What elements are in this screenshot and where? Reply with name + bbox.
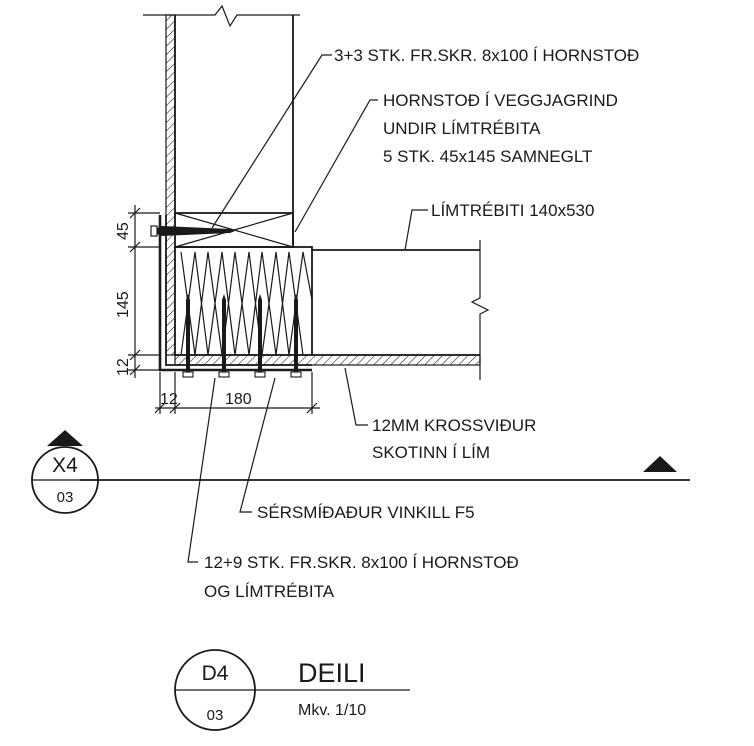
- vdim-tick-1: [129, 207, 141, 219]
- section-arrow-left: [47, 430, 83, 446]
- detail-id: D4: [202, 662, 229, 685]
- top-plate-block: [150, 212, 294, 248]
- hdim-tick-2: [169, 402, 181, 414]
- label-screws-bottom-2: OG LÍMTRÉBITA: [204, 582, 335, 601]
- label-corner-post-2: UNDIR LÍMTRÉBITA: [383, 119, 541, 138]
- section-bubble: [31, 446, 99, 514]
- dim-45: 45: [115, 222, 132, 240]
- dim-12-vertical: 12: [115, 358, 132, 376]
- label-glulam-beam: LÍMTRÉBITI 140x530: [431, 201, 594, 220]
- detail-name: DEILI: [298, 658, 366, 688]
- label-corner-post-3: 5 STK. 45x145 SAMNEGLT: [383, 147, 592, 166]
- section-arrow-right: [643, 456, 677, 472]
- screw-head-1: [182, 371, 194, 378]
- beam-plywood-hatch: [174, 354, 481, 366]
- glulam-beam: [174, 240, 490, 380]
- vertical-dimensions: 45 145 12: [115, 205, 160, 378]
- label-screws-top: 3+3 STK. FR.SKR. 8x100 Í HORNSTOÐ: [334, 46, 639, 65]
- leader-screws-top: [211, 54, 332, 229]
- label-plywood-1: 12MM KROSSVIÐUR: [372, 416, 536, 435]
- screw-head-4: [290, 371, 302, 378]
- leader-plywood: [344, 367, 368, 426]
- section-id: X4: [52, 454, 78, 477]
- label-plywood-2: SKOTINN Í LÍM: [372, 443, 490, 462]
- leader-glulam: [404, 209, 428, 251]
- beam-break-line: [470, 240, 490, 380]
- dim-12-horizontal: 12: [160, 391, 178, 408]
- corner-post-zigzag: [180, 251, 313, 356]
- vdim-tick-4: [129, 364, 141, 376]
- screw-head-2: [218, 371, 230, 378]
- vdim-tick-2: [129, 241, 141, 253]
- detail-title: D4 03 DEILI Mkv. 1/10: [174, 649, 410, 731]
- wall-break-line: [143, 4, 300, 28]
- label-corner-post-1: HORNSTOÐ Í VEGGJAGRIND: [383, 91, 618, 110]
- leader-screws-bottom: [187, 377, 216, 563]
- section-marker: X4 03: [31, 430, 690, 514]
- annotations: 3+3 STK. FR.SKR. 8x100 Í HORNSTOÐ HORNST…: [187, 46, 639, 601]
- vdim-tick-3: [129, 349, 141, 361]
- leader-bracket: [239, 377, 276, 513]
- wall-section: [143, 4, 300, 356]
- top-plate-cross-2: [174, 212, 294, 248]
- label-bracket: SÉRSMÍÐAÐUR VINKILL F5: [257, 503, 475, 522]
- top-screw: [157, 226, 235, 236]
- hdim-tick-3: [306, 402, 318, 414]
- screw-head-3: [254, 371, 266, 378]
- hdim-tick-1: [154, 402, 166, 414]
- corner-post-zigzag-2: [180, 251, 304, 356]
- detail-scale: Mkv. 1/10: [298, 702, 366, 719]
- dim-180: 180: [225, 391, 252, 408]
- wall-plywood-hatch: [165, 14, 176, 356]
- bracket-inner: [165, 215, 312, 366]
- section-sheet: 03: [57, 489, 74, 506]
- dim-145: 145: [115, 291, 132, 318]
- leader-corner-post: [294, 99, 378, 233]
- detail-sheet: 03: [207, 707, 224, 724]
- label-screws-bottom-1: 12+9 STK. FR.SKR. 8x100 Í HORNSTOÐ: [204, 553, 519, 572]
- top-screw-head: [150, 225, 158, 237]
- horizontal-dimensions: 12 180: [154, 372, 320, 414]
